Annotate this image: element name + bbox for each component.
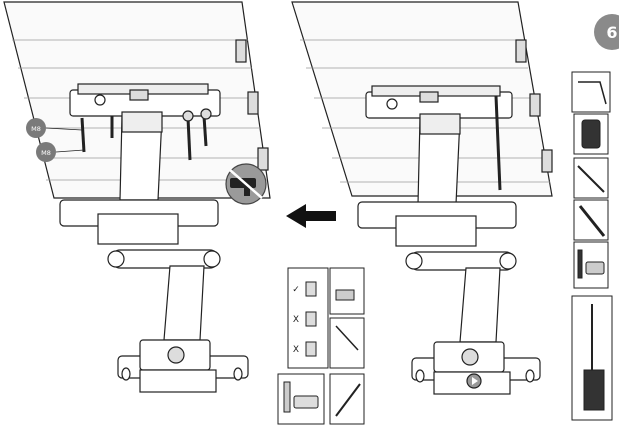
- right-pivot-knob-2: [405, 252, 423, 270]
- right-pivot-bar: [409, 251, 515, 271]
- drill-panel-1-body: [293, 395, 319, 409]
- callout-circle-top: [26, 118, 46, 138]
- right-assembly: [291, 1, 553, 395]
- center-detail-panels: [277, 267, 365, 425]
- left-base-bottom: [139, 369, 217, 393]
- left-crossbar-block: [97, 213, 179, 245]
- drill-panel-1-bit: [283, 381, 291, 413]
- left-arm-cap: [121, 111, 163, 133]
- left-screws: [80, 108, 212, 161]
- left-lower-arm: [163, 265, 205, 341]
- right-pencil-mark: [494, 95, 502, 191]
- right-tool-strip: [571, 71, 613, 421]
- callout-label-bottom: M8: [41, 149, 51, 157]
- level-slot-3: [305, 341, 317, 357]
- right-crossbar-block: [395, 215, 477, 247]
- step-number-badge: 6: [594, 14, 619, 50]
- left-base-knob: [167, 346, 185, 364]
- right-base-knob: [461, 348, 479, 366]
- bracket-bolt-icon: [571, 71, 611, 113]
- left-plate-hole: [94, 94, 106, 106]
- left-plate-clip: [129, 89, 149, 101]
- mark-x-2: X: [293, 345, 299, 355]
- level-slot-1: [305, 281, 317, 297]
- left-stud-bottom: [257, 147, 269, 171]
- drill-panel-2: [329, 373, 365, 425]
- detail-panel-1-block: [335, 289, 355, 301]
- left-base-slot: [121, 367, 131, 381]
- right-plate-clip: [419, 91, 439, 103]
- drill-panel-2-bit: [335, 383, 361, 417]
- left-pivot-bar: [111, 249, 219, 269]
- left-assembly: [3, 1, 271, 393]
- left-stud-mid: [247, 91, 259, 115]
- right-arm-cap: [419, 113, 461, 135]
- left-pivot-knob-2: [107, 250, 125, 268]
- no-power-drill-icon: [225, 163, 267, 205]
- left-base-slot-2: [233, 367, 243, 381]
- right-stud-bottom: [541, 149, 553, 173]
- detail-panel-2: [329, 317, 365, 369]
- left-stud-top: [235, 39, 247, 63]
- step-number-label: 6: [606, 23, 617, 42]
- right-base-slot: [415, 369, 425, 383]
- right-stud-top: [515, 39, 527, 63]
- right-stud-mid: [529, 93, 541, 117]
- right-base-slot-2: [525, 369, 535, 383]
- right-plate-hole: [386, 98, 398, 110]
- callout-label-top: M8: [31, 125, 41, 133]
- right-pivot-knob: [499, 252, 517, 270]
- arrow-left-icon: [286, 204, 336, 228]
- left-callouts: M8 M8: [26, 118, 85, 162]
- detail-panel-2-tool: [335, 325, 359, 351]
- mark-check: ✓: [292, 285, 300, 295]
- right-lower-arm: [459, 267, 501, 343]
- left-pivot-knob: [203, 250, 221, 268]
- level-slot-2: [305, 311, 317, 327]
- callout-circle-bottom: [36, 142, 56, 162]
- mark-x-1: X: [293, 315, 299, 325]
